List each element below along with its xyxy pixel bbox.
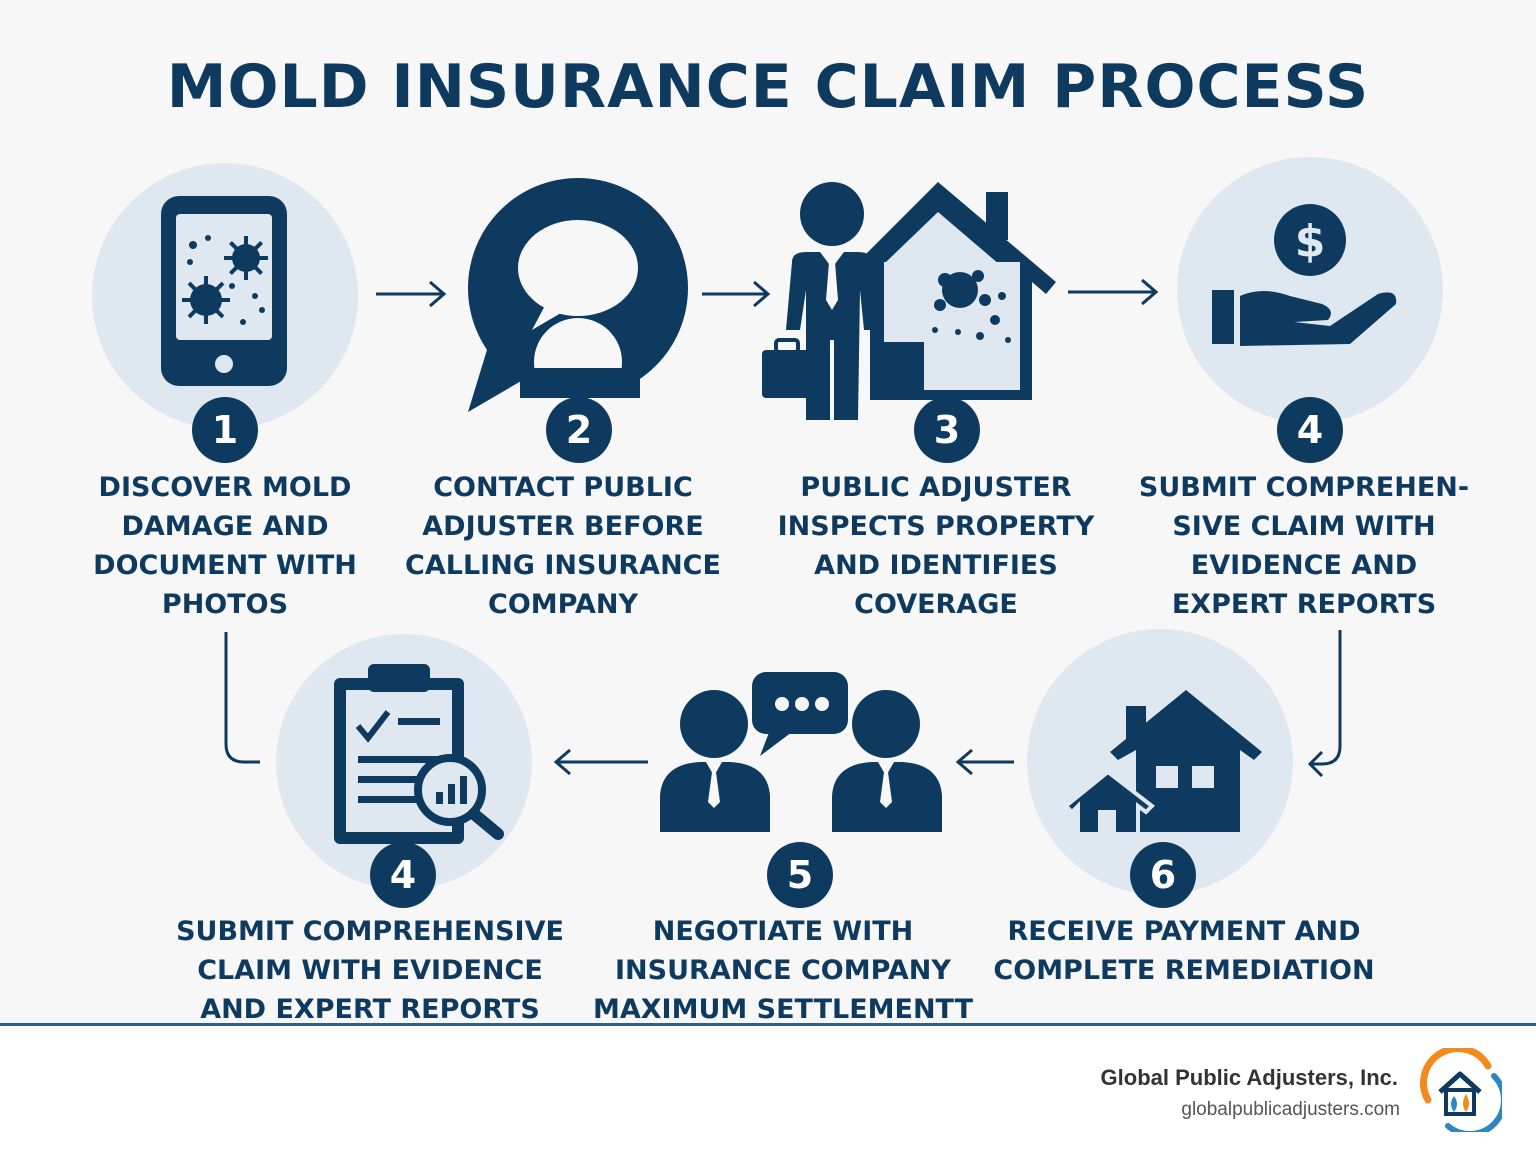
- footer-divider: [0, 1023, 1536, 1026]
- step-number: 4: [1277, 397, 1343, 463]
- adjuster-inspecting-house-icon: [762, 182, 1056, 420]
- process-diagram: $: [92, 157, 1443, 895]
- step-4-circle: [1177, 157, 1443, 423]
- step-number: 5: [767, 842, 833, 908]
- step-number: 4: [370, 842, 436, 908]
- step-number: 1: [192, 397, 258, 463]
- arrow-3-to-4: [1068, 278, 1159, 306]
- arrow-1-to-2: [376, 280, 447, 308]
- website-link[interactable]: globalpublicadjusters.com: [1181, 1099, 1400, 1120]
- house-flame-droplet-logo-icon: [1420, 1048, 1502, 1132]
- clipboard-checklist-magnifier-icon: [334, 664, 504, 844]
- company-name: Global Public Adjusters, Inc.: [1100, 1065, 1398, 1090]
- two-people-negotiating-icon: [660, 672, 942, 832]
- svg-text:$: $: [1295, 216, 1326, 267]
- page-title: MOLD INSURANCE CLAIM PROCESS: [166, 52, 1370, 122]
- footer: [0, 1026, 1536, 1154]
- houses-icon: [1063, 690, 1262, 836]
- hand-receiving-dollar-icon: $: [1212, 204, 1397, 346]
- step-number: 3: [914, 397, 980, 463]
- step-number: 2: [546, 397, 612, 463]
- connector-left: [224, 632, 260, 764]
- step-number: 6: [1130, 842, 1196, 908]
- phone-mold-photo-icon: [161, 196, 287, 386]
- arrow-5-to-4b: [553, 748, 648, 776]
- arrow-4-down: [1307, 630, 1342, 778]
- speech-bubble-person-icon: [468, 178, 688, 412]
- arrow-2-to-3: [702, 280, 771, 308]
- arrow-6-to-5: [955, 748, 1014, 776]
